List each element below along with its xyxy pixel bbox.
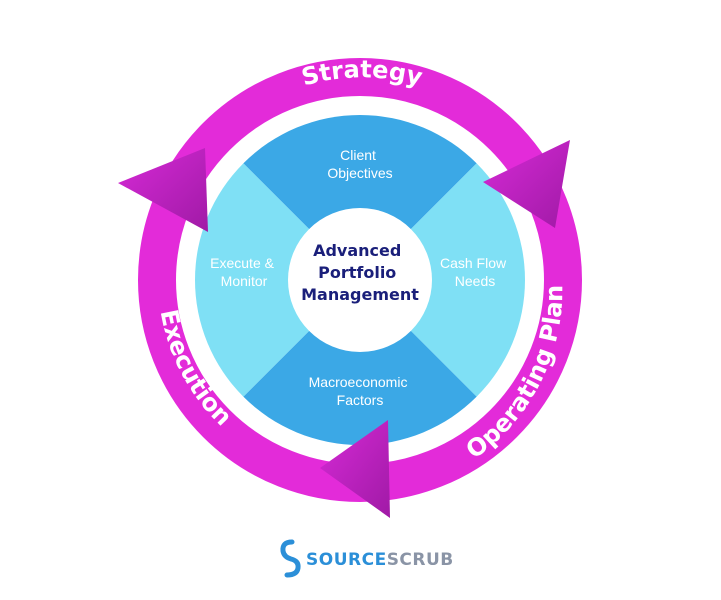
arrowhead-icon: [320, 420, 390, 518]
center-circle: [288, 208, 432, 352]
s-logo-icon: [280, 539, 301, 578]
arrowhead-icon: [483, 140, 570, 228]
quadrant-label-bottom: Macroeconomic Factors: [309, 374, 412, 408]
center-label: Advanced Portfolio Management: [301, 241, 419, 304]
quadrant-label-right: Cash Flow Needs: [440, 255, 510, 289]
arrowhead-icon: [118, 148, 208, 232]
quadrant-label-top: Client Objectives: [327, 147, 392, 181]
quadrant-label-left: Execute & Monitor: [210, 255, 278, 289]
brand-wordmark: SOURCESCRUB: [306, 550, 454, 570]
